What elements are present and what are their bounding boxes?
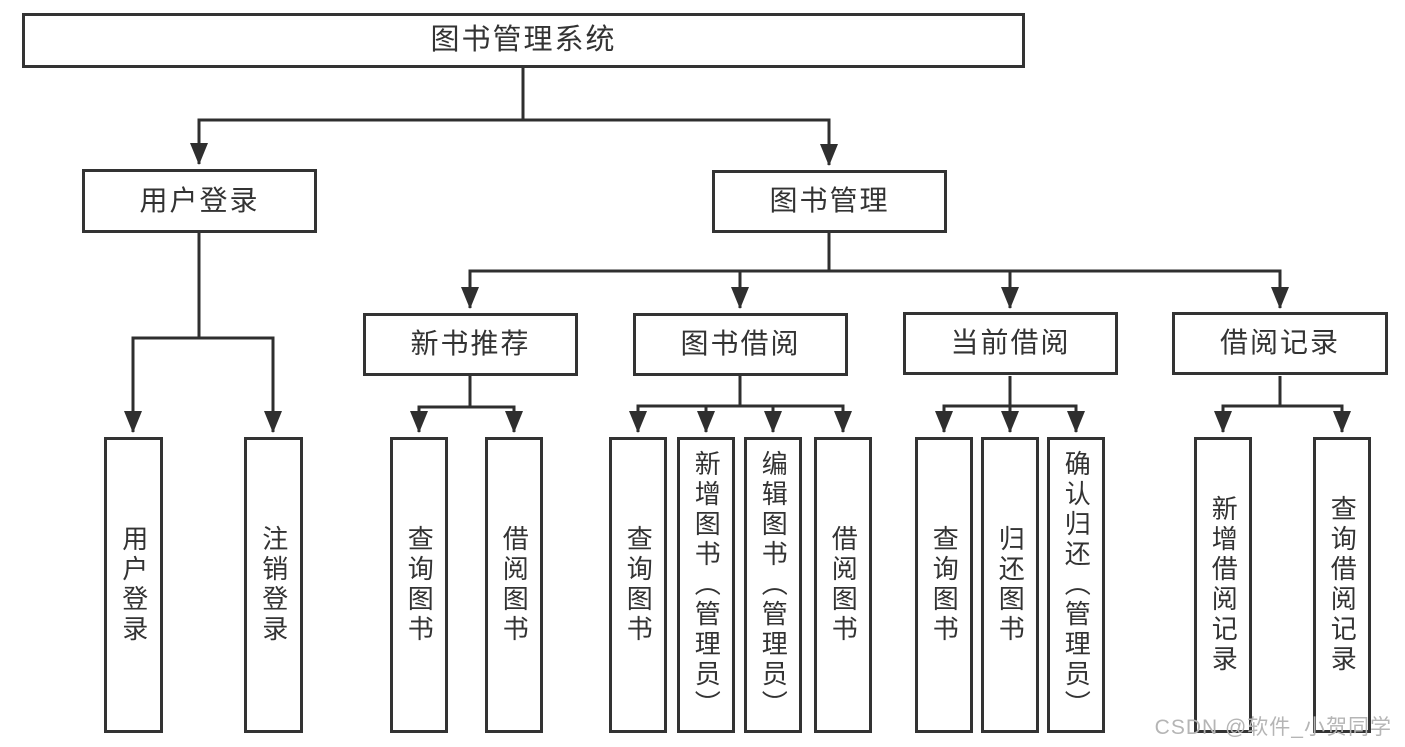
node-current-borrow: 当前借阅 [903, 312, 1118, 375]
leaf-user-login: 用户登录 [104, 437, 163, 733]
leaf-logout: 注销登录 [244, 437, 303, 733]
csdn-watermark: CSDN @软件_小贺同学 [1154, 716, 1392, 739]
leaf-return-books: 归还图书 [981, 437, 1039, 733]
leaf-borrow-books-recommend: 借阅图书 [485, 437, 543, 733]
node-borrow-records: 借阅记录 [1172, 312, 1388, 375]
node-user-login: 用户登录 [82, 169, 317, 233]
leaf-edit-books-admin: 编辑图书（管理员） [744, 437, 802, 733]
leaf-add-books-admin: 新增图书（管理员） [677, 437, 735, 733]
leaf-confirm-return-admin: 确认归还（管理员） [1047, 437, 1105, 733]
leaf-query-books-recommend: 查询图书 [390, 437, 448, 733]
leaf-borrow-books: 借阅图书 [814, 437, 872, 733]
leaf-add-borrow-record: 新增借阅记录 [1194, 437, 1252, 733]
node-new-book-recommend: 新书推荐 [363, 313, 578, 376]
leaf-query-books-borrow: 查询图书 [609, 437, 667, 733]
leaf-query-books-current: 查询图书 [915, 437, 973, 733]
node-library-management-system: 图书管理系统 [22, 13, 1025, 68]
node-book-management: 图书管理 [712, 170, 947, 233]
node-book-borrow: 图书借阅 [633, 313, 848, 376]
leaf-query-borrow-record: 查询借阅记录 [1313, 437, 1371, 733]
